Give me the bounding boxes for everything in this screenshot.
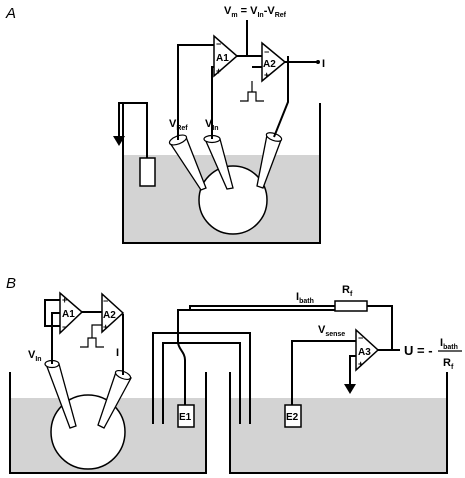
amplifier-a1-b (59, 291, 84, 335)
cell-a (198, 165, 268, 235)
amp-a3-label: A3 (358, 347, 371, 358)
bath-a-container (122, 103, 321, 244)
plus-a1-a: + (216, 66, 221, 76)
minus-a3: − (358, 333, 363, 343)
agar-bridge-inner (162, 342, 241, 424)
vm-equation: Vm = VIn-VRef (224, 5, 287, 19)
command-pulse-b (80, 337, 104, 348)
wire-e2-vsense (291, 340, 356, 405)
current-output-label-a: I (322, 58, 325, 70)
wire-vin-b (51, 312, 60, 364)
wire-e1-feedback (177, 306, 361, 405)
electrode-e2 (284, 404, 302, 428)
electrode-e1-label: E1 (179, 412, 192, 423)
ground-wire-a (118, 102, 148, 158)
v-in-label-b: VIn (28, 349, 42, 363)
output-denominator: Rf (443, 357, 454, 371)
reference-electrode-a (139, 157, 156, 187)
minus-a1-a: − (216, 39, 221, 49)
v-in-label-a: VIn (205, 118, 219, 132)
output-numerator: Ibath (440, 337, 458, 351)
amplifier-a1-a (213, 34, 239, 78)
panel-a-label: A (5, 5, 16, 22)
amplifier-a2-a (261, 41, 287, 83)
plus-a3: + (358, 359, 363, 369)
minus-a1-b: − (62, 322, 67, 332)
ground-arrow-a (113, 136, 125, 146)
wire-rf-output (367, 305, 393, 351)
pulse-wire-b (91, 324, 102, 338)
rf-label: Rf (342, 284, 353, 298)
agar-bridge-outer (152, 332, 251, 424)
bath-b-right-container (229, 372, 448, 474)
electrode-e1 (177, 404, 195, 428)
plus-a2-a: + (264, 70, 269, 80)
minus-a2-b: − (103, 296, 108, 306)
output-u-label: U = - (404, 343, 433, 358)
amp-a1-label-b: A1 (62, 309, 75, 320)
wire-to-rf (189, 305, 335, 310)
wire-current-a (273, 56, 289, 138)
v-ref-label: VRef (169, 118, 188, 132)
amplifier-a2-b (101, 292, 125, 334)
electrode-e2-label: E2 (286, 412, 299, 423)
ground-arrow-b (344, 384, 356, 394)
panel-b: B A1 A2 + − − + VIn I (6, 275, 462, 474)
plus-a2-b: + (103, 322, 108, 332)
amplifier-a3 (355, 328, 380, 372)
v-sense-label: Vsense (318, 324, 345, 338)
wire-vref-a (177, 44, 214, 140)
plus-a1-b: + (62, 295, 67, 305)
panel-a: A A1 A2 − + − + (5, 5, 325, 244)
output-equation: U = - Ibath Rf (404, 337, 462, 371)
bath-b-right-fluid (230, 398, 447, 473)
amp-a2-label-b: A2 (103, 310, 116, 321)
command-pulse-a (240, 91, 264, 102)
amp-a2-label-a: A2 (263, 59, 276, 70)
i-bath-label: Ibath (296, 291, 314, 305)
feedback-resistor (334, 300, 368, 312)
panel-b-label: B (6, 275, 16, 292)
output-node-a (316, 60, 320, 64)
bath-b-left-container (9, 372, 207, 474)
minus-a2-a: − (264, 47, 269, 57)
wire-a1-feedback-b (44, 299, 60, 327)
amp-a1-label-a: A1 (216, 53, 229, 64)
current-label-b: I (116, 347, 119, 359)
